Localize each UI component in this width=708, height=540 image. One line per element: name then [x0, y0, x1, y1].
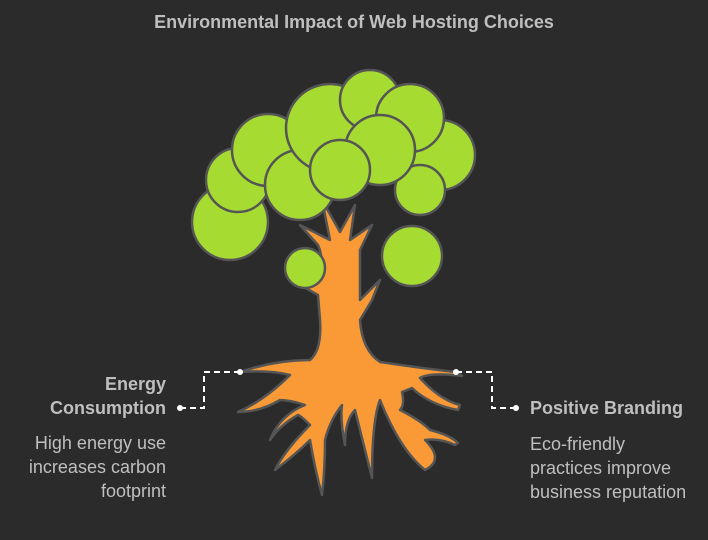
positive-branding-label: Positive Branding	[530, 398, 684, 418]
right-connector	[456, 371, 516, 409]
left-connector	[180, 371, 240, 409]
connector-dot	[177, 405, 183, 411]
tree-canopy	[190, 68, 477, 290]
positive-branding-description: Eco-friendly practices improve business …	[530, 434, 687, 502]
energy-consumption-description: High energy use increases carbon footpri…	[28, 433, 166, 501]
connector-dot	[513, 405, 519, 411]
diagram-title: Environmental Impact of Web Hosting Choi…	[154, 12, 554, 32]
energy-consumption-label: Energy Consumption	[50, 374, 166, 418]
tree-trunk-roots	[236, 198, 464, 497]
connector-dot	[453, 369, 459, 375]
connector-dot	[237, 369, 243, 375]
